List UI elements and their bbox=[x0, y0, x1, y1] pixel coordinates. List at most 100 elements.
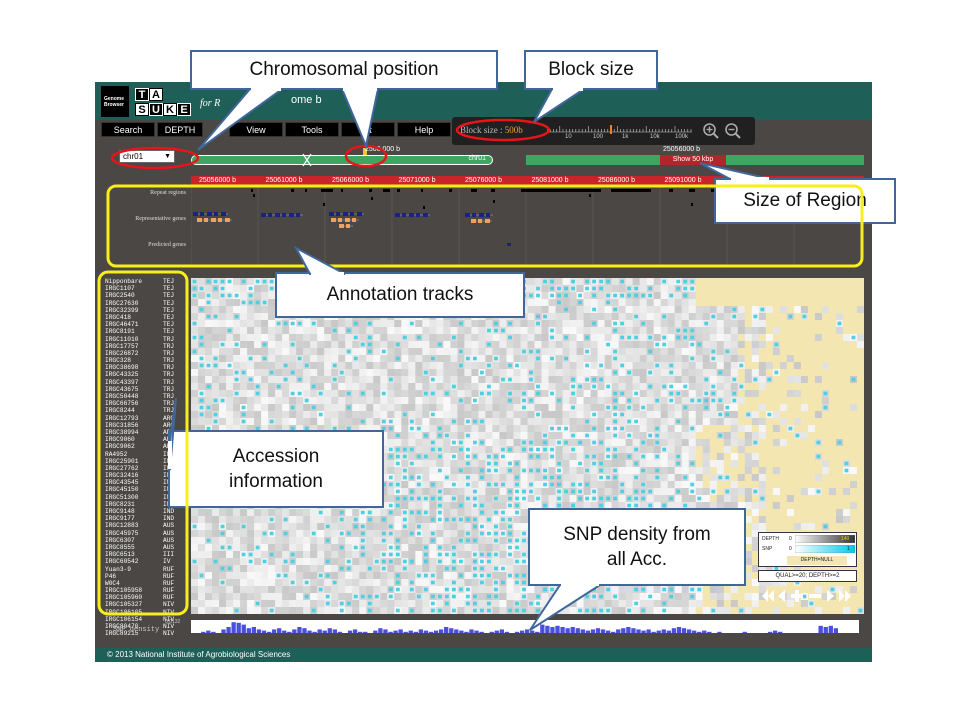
menu-set[interactable]: et bbox=[341, 122, 395, 137]
zoom-plus-icon[interactable] bbox=[791, 590, 803, 602]
menu-depth[interactable]: DEPTH bbox=[157, 122, 203, 137]
gene-exon[interactable] bbox=[478, 219, 482, 223]
predicted-gene[interactable] bbox=[507, 243, 511, 246]
gene-exon[interactable] bbox=[289, 213, 294, 217]
gene-exon[interactable] bbox=[211, 218, 216, 222]
step-forward-icon[interactable] bbox=[827, 590, 834, 602]
gene-exon[interactable] bbox=[207, 212, 212, 216]
gene-exon[interactable] bbox=[343, 212, 348, 216]
gene-exon[interactable] bbox=[336, 212, 340, 216]
gene-exon[interactable] bbox=[275, 213, 280, 217]
repeat-region[interactable] bbox=[587, 189, 593, 192]
gene-exon[interactable] bbox=[282, 213, 286, 217]
repeat-region[interactable] bbox=[341, 189, 343, 192]
repeat-region[interactable] bbox=[327, 189, 333, 192]
gene-exon[interactable] bbox=[471, 219, 476, 223]
repeat-region[interactable] bbox=[611, 189, 651, 192]
gene-exon[interactable] bbox=[402, 213, 406, 217]
gene-exon[interactable] bbox=[214, 212, 218, 216]
jump-start-icon[interactable] bbox=[762, 590, 774, 602]
filter-threshold[interactable]: QUAL>=20; DEPTH>=2 bbox=[758, 570, 857, 582]
block-size-slider[interactable]: 10 100 1k 10k 100k bbox=[546, 122, 697, 142]
gene-exon[interactable] bbox=[338, 218, 342, 222]
repeat-region[interactable] bbox=[669, 189, 673, 192]
gene-exon[interactable] bbox=[204, 218, 208, 222]
chromosome-bar[interactable]: chr01 bbox=[191, 155, 493, 165]
gene-exon[interactable] bbox=[193, 212, 198, 216]
repeat-region[interactable] bbox=[449, 189, 452, 192]
gene-exon[interactable] bbox=[486, 213, 490, 217]
show-region-button[interactable]: Show 50 kbp bbox=[660, 155, 726, 165]
zoom-out-icon[interactable] bbox=[724, 122, 742, 140]
gene-exon[interactable] bbox=[423, 213, 428, 217]
gene-exon[interactable] bbox=[350, 212, 354, 216]
gene-exon[interactable] bbox=[329, 212, 334, 216]
jump-end-icon[interactable] bbox=[839, 590, 851, 602]
gene-exon[interactable] bbox=[485, 219, 490, 223]
gene-exon[interactable] bbox=[345, 218, 350, 222]
repeat-region[interactable] bbox=[571, 189, 581, 192]
gene-exon[interactable] bbox=[331, 218, 336, 222]
gene-exon[interactable] bbox=[218, 218, 222, 222]
gene-exon[interactable] bbox=[296, 213, 300, 217]
gene-exon[interactable] bbox=[268, 213, 272, 217]
zoom-in-icon[interactable] bbox=[702, 122, 720, 140]
repeat-region[interactable] bbox=[369, 189, 372, 192]
gene-exon[interactable] bbox=[357, 212, 362, 216]
gene-exon[interactable] bbox=[409, 213, 414, 217]
gene-exon[interactable] bbox=[352, 218, 356, 222]
gene-exon[interactable] bbox=[416, 213, 420, 217]
gene-exon[interactable] bbox=[395, 213, 400, 217]
repeat-region[interactable] bbox=[251, 189, 253, 192]
gene-exon[interactable] bbox=[472, 213, 476, 217]
gene-exon[interactable] bbox=[465, 213, 470, 217]
chromosome-select[interactable]: chr01▼ bbox=[119, 150, 175, 163]
gene-exon[interactable] bbox=[221, 212, 226, 216]
menu-view[interactable]: View bbox=[229, 122, 283, 137]
gene-exon[interactable] bbox=[346, 224, 350, 228]
gene-exon[interactable] bbox=[225, 218, 230, 222]
repeat-region[interactable] bbox=[321, 189, 327, 192]
step-back-icon[interactable] bbox=[778, 590, 785, 602]
repeat-region[interactable] bbox=[421, 189, 423, 192]
repeat-region[interactable] bbox=[383, 189, 390, 192]
menu-search[interactable]: Search bbox=[101, 122, 155, 137]
gene-exon[interactable] bbox=[479, 213, 484, 217]
repeat-region[interactable] bbox=[491, 189, 495, 192]
gene-exon[interactable] bbox=[197, 218, 202, 222]
